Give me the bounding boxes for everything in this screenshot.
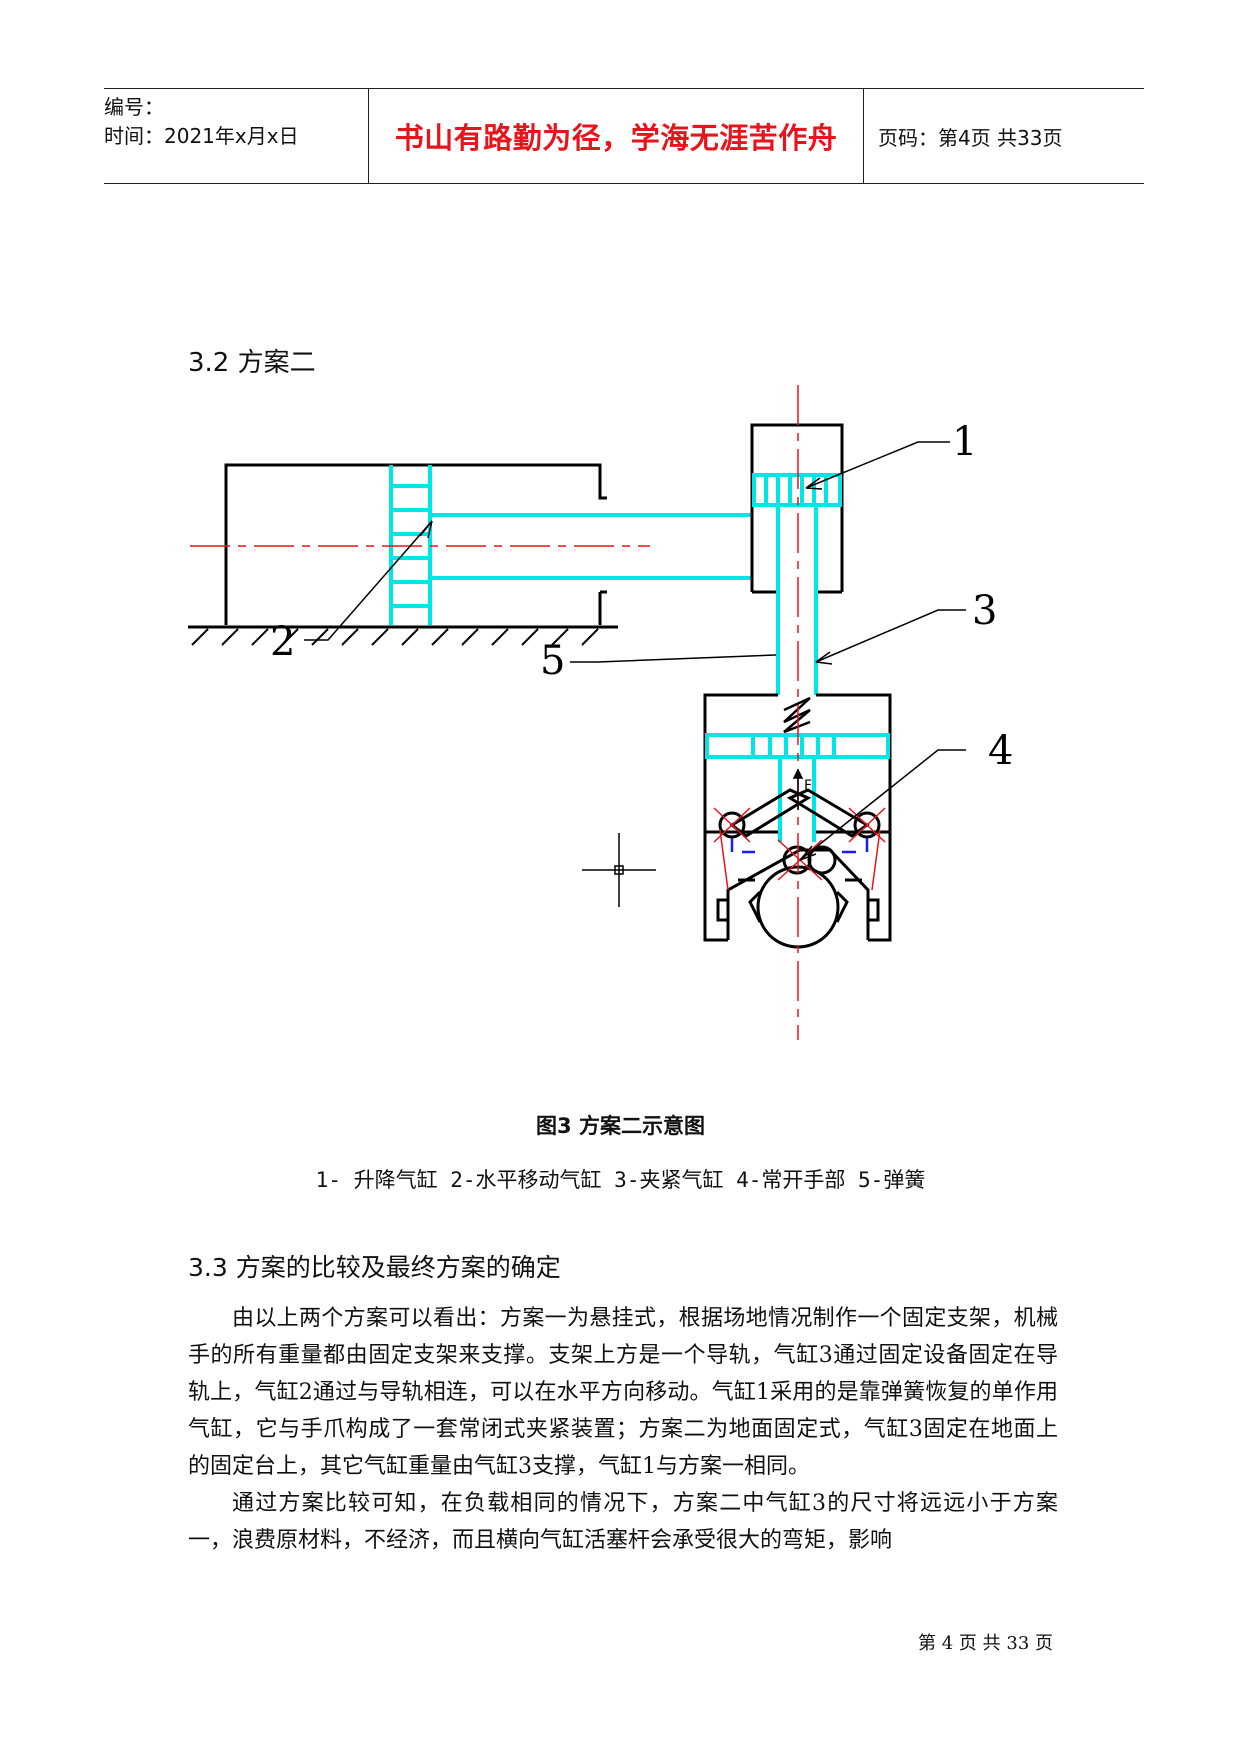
number-label: 编号：	[104, 95, 164, 119]
section-heading-3-3: 3.3 方案的比较及最终方案的确定	[188, 1253, 561, 1282]
header-left: 编号： 时间：2021年x月x日	[104, 89, 368, 187]
force-label: F	[804, 778, 812, 794]
page-label: 页码：第4页 共33页	[878, 125, 1063, 150]
horizontal-piston	[389, 465, 752, 625]
label-2: 2	[270, 619, 295, 665]
section-body: 由以上两个方案可以看出：方案一为悬挂式，根据场地情况制作一个固定支架，机械手的所…	[188, 1300, 1058, 1559]
header-right: 页码：第4页 共33页	[864, 89, 1158, 183]
gripper-blue-links	[730, 838, 869, 854]
lift-piston	[752, 473, 842, 695]
paragraph-2: 通过方案比较可知，在负载相同的情况下，方案二中气缸3的尺寸将远远小于方案一，浪费…	[188, 1491, 1058, 1553]
force-arrow	[792, 768, 804, 810]
label-5: 5	[540, 638, 565, 684]
figure-caption: 图3 方案二示意图	[536, 1114, 705, 1138]
leader-lines	[304, 441, 966, 861]
header-center: 书山有路勤为径，学海无涯苦作舟	[368, 89, 864, 183]
section-heading-3-2: 3.2 方案二	[188, 348, 316, 378]
label-3: 3	[972, 588, 997, 634]
scheme-two-diagram: F 1 2 3 5 4	[188, 385, 1013, 1040]
crosshair-cursor	[582, 833, 656, 907]
time-label: 时间：2021年x月x日	[104, 124, 299, 148]
gripper	[716, 788, 881, 949]
ground	[188, 625, 618, 646]
label-1: 1	[952, 419, 977, 465]
horizontal-cylinder	[224, 463, 607, 625]
lift-cylinder	[750, 423, 844, 594]
spring	[783, 696, 811, 734]
figure-legend: 1- 升降气缸 2-水平移动气缸 3-夹紧气缸 4-常开手部 5-弹簧	[315, 1168, 926, 1192]
footer-page-number: 第 4 页 共 33 页	[918, 1633, 1053, 1654]
label-4: 4	[988, 728, 1013, 774]
page-header: 编号： 时间：2021年x月x日 书山有路勤为径，学海无涯苦作舟 页码：第4页 …	[104, 88, 1144, 184]
paragraph-1: 由以上两个方案可以看出：方案一为悬挂式，根据场地情况制作一个固定支架，机械手的所…	[188, 1306, 1058, 1479]
motto: 书山有路勤为径，学海无涯苦作舟	[394, 121, 838, 155]
